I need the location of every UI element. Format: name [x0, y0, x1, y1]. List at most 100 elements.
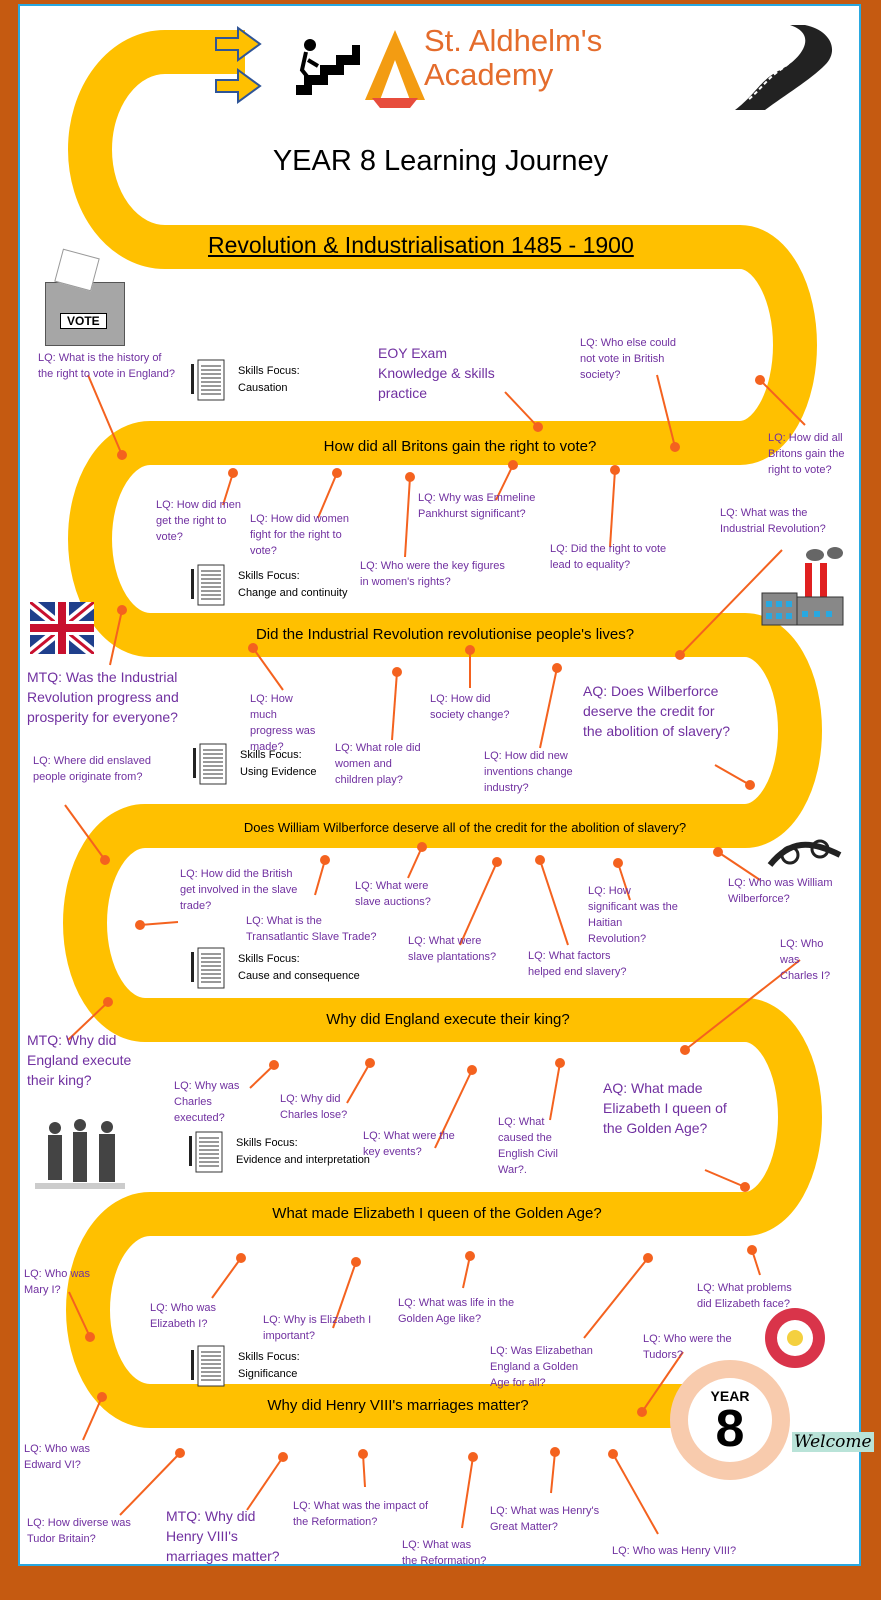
- lesson-question: LQ: What was life in the Golden Age like…: [398, 1297, 515, 1325]
- connector-line: [222, 472, 234, 506]
- lesson-question: LQ: Who was Elizabeth I?: [150, 1302, 217, 1330]
- connector-line: [462, 1255, 471, 1289]
- lesson-question: LQ: Was Elizabethan England a Golden Age…: [490, 1345, 593, 1389]
- connector-line: [109, 609, 123, 666]
- connector-dot: [465, 1251, 475, 1261]
- lesson-question: LQ: What factors helped end slavery?: [528, 950, 627, 978]
- connector-dot: [100, 855, 110, 865]
- connector-dot: [670, 442, 680, 452]
- lesson-question: LQ: Who else could not vote in British s…: [580, 337, 676, 381]
- connector-dot: [680, 1045, 690, 1055]
- skills-focus-value: Significance: [238, 1368, 298, 1380]
- connector-dot: [637, 1407, 647, 1417]
- connector-dot: [740, 1182, 750, 1192]
- unit-subtitle: Revolution & Industrialisation 1485 - 19…: [208, 232, 634, 258]
- connector-dot: [713, 847, 723, 857]
- lesson-question: LQ: Who was Mary I?: [24, 1268, 91, 1296]
- lesson-question: LQ: Why did Charles lose?: [280, 1093, 348, 1121]
- connector-line: [504, 391, 539, 428]
- connector-dot: [675, 650, 685, 660]
- lesson-question: LQ: Who was Charles I?: [780, 938, 831, 982]
- connector-dot: [320, 855, 330, 865]
- connector-dot: [236, 1253, 246, 1263]
- connector-line: [87, 374, 123, 456]
- connector-dot: [392, 667, 402, 677]
- notepad-pen-icon: [191, 947, 225, 989]
- connector-dot: [492, 857, 502, 867]
- connector-line: [317, 472, 338, 519]
- connector-line: [407, 846, 423, 879]
- skills-focus: Skills Focus:Change and continuity: [238, 568, 347, 602]
- connector-line: [459, 861, 498, 946]
- skills-focus-label: Skills Focus:: [238, 953, 300, 965]
- lesson-question: LQ: What were slave plantations?: [408, 935, 497, 963]
- connector-line: [539, 667, 558, 749]
- lesson-question: LQ: How diverse was Tudor Britain?: [27, 1517, 131, 1545]
- lesson-question: LQ: What problems did Elizabeth face?: [697, 1282, 792, 1310]
- climbing-stairs-icon: [296, 25, 833, 110]
- union-jack-icon: [30, 602, 94, 654]
- road-question-vote: How did all Britons gain the right to vo…: [323, 438, 597, 455]
- connector-lines: [64, 374, 806, 1535]
- road-question-wilberforce: Does William Wilberforce deserve all of …: [243, 820, 687, 835]
- winding-road: [63, 29, 822, 1428]
- lesson-question: LQ: Why was Charles executed?: [174, 1080, 240, 1124]
- lesson-question: LQ: How significant was the Haitian Revo…: [588, 885, 678, 945]
- connector-line: [717, 851, 761, 881]
- connector-line: [332, 1261, 357, 1329]
- connector-line: [617, 862, 631, 901]
- shackles-icon: [767, 839, 842, 867]
- lesson-question: LQ: Who was Edward VI?: [24, 1443, 91, 1471]
- connector-line: [64, 804, 106, 861]
- connector-dot: [365, 1058, 375, 1068]
- lesson-question: LQ: How did women fight for the right to…: [250, 513, 350, 557]
- connector-line: [679, 549, 783, 656]
- connector-dot: [608, 1449, 618, 1459]
- notepad-pen-icon: [191, 564, 225, 606]
- skills-focus-label: Skills Focus:: [240, 749, 302, 761]
- connector-dot: [351, 1257, 361, 1267]
- connector-line: [82, 1396, 103, 1441]
- skills-focus: Skills Focus: Significance: [238, 1349, 300, 1383]
- lesson-question: LQ: What role did women and children pla…: [335, 742, 421, 786]
- lesson-question: LQ: How did the British get involved in …: [180, 868, 298, 912]
- logo-line-1: St. Aldhelm's: [424, 23, 603, 58]
- key-question: AQ: Does Wilberforce deserve the credit …: [583, 683, 731, 739]
- connector-dot: [535, 855, 545, 865]
- connector-dot: [103, 997, 113, 1007]
- key-question: MTQ: Why did England execute their king?: [27, 1032, 132, 1088]
- skills-focus-label: Skills Focus:: [236, 1137, 298, 1149]
- skills-focus-value: Evidence and interpretation: [236, 1154, 370, 1166]
- connector-line: [404, 476, 411, 558]
- lesson-question: LQ: How much progress was made?: [250, 693, 316, 753]
- skills-focus-value: Change and continuity: [238, 587, 348, 599]
- lesson-question: LQ: Did the right to vote lead to equali…: [550, 543, 667, 571]
- connector-line: [549, 1062, 561, 1121]
- lesson-question: LQ: What were the key events?: [363, 1130, 455, 1158]
- connector-line: [249, 1064, 275, 1089]
- lesson-question: LQ: What is the Transatlantic Slave Trad…: [246, 915, 377, 943]
- lesson-question: LQ: Why is Elizabeth I important?: [263, 1314, 372, 1342]
- tudor-rose-icon: [765, 1308, 825, 1368]
- connector-line: [346, 1062, 371, 1104]
- connector-dot: [613, 858, 623, 868]
- skills-focus-value: Cause and consequence: [238, 970, 360, 982]
- key-question: AQ: What made Elizabeth I queen of the G…: [603, 1080, 727, 1136]
- vote-sign: VOTE: [60, 313, 107, 329]
- badge-label: YEAR: [710, 1388, 750, 1404]
- factory-icon: [761, 547, 844, 626]
- year-8-badge: YEAR 8: [670, 1360, 790, 1480]
- connector-dot: [135, 920, 145, 930]
- connector-dot: [228, 468, 238, 478]
- lesson-question: LQ: What was the Industrial Revolution?: [720, 507, 826, 535]
- connector-dot: [467, 1065, 477, 1075]
- lesson-question: LQ: How did new inventions change indust…: [484, 750, 573, 794]
- notepad-pen-icon: [193, 743, 227, 785]
- skills-focus-value: Using Evidence: [240, 766, 317, 778]
- ballot-box-icon: VOTE: [45, 248, 125, 346]
- notepad-pen-icon: [189, 1131, 223, 1173]
- skills-focus-label: Skills Focus:: [238, 365, 300, 377]
- skills-focus-label: Skills Focus:: [238, 1351, 300, 1363]
- connector-line: [704, 1169, 746, 1188]
